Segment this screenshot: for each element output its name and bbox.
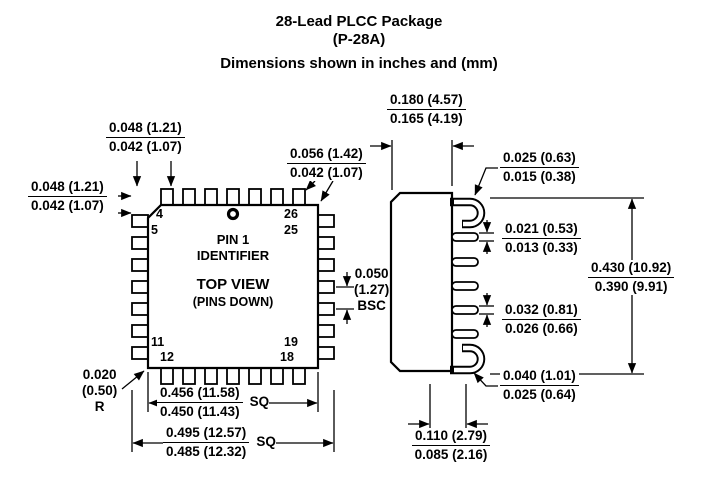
pin1-identifier-dot [226,207,240,221]
square-qualifier: SQ [256,434,276,450]
dim-min-value: 0.390 (9.91) [594,278,668,294]
dim-min-value: 0.042 (1.07) [109,138,182,154]
dim-lead-pitch: 0.050 (1.27) BSC [354,266,390,315]
dim-max-value: 0.456 (11.58) [157,385,243,403]
top-view-body [146,203,320,370]
units-note: Dimensions shown in inches and (mm) [220,55,498,72]
top-view-pins [131,188,335,385]
dim-overall-square: 0.495 (12.57) 0.485 (12.32) SQ [163,425,276,460]
dim-min-value: 0.042 (1.07) [31,197,104,213]
pin-number-18: 18 [280,350,294,364]
dim-min-value: 0.450 (11.43) [160,403,240,419]
pin-number-12: 12 [160,350,174,364]
drawing-title: 28-Lead PLCC Package [275,13,443,30]
pin-number-25: 25 [284,223,298,237]
radius-qualifier: R [94,399,105,415]
dim-package-thickness: 0.180 (4.57) 0.165 (4.19) [387,92,466,127]
dim-min-value: 0.015 (0.38) [503,168,576,184]
dim-lead-tip-bottom: 0.040 (1.01) 0.025 (0.64) [500,368,579,403]
pin1-label-line1: PIN 1 [216,232,250,247]
dim-lead-footprint: 0.430 (10.92) 0.390 (9.91) [588,260,675,295]
radius-mm: (0.50) [82,383,118,399]
pin-number-11: 11 [151,335,165,349]
dim-lead-thickness: 0.021 (0.53) 0.013 (0.33) [502,221,581,256]
dim-max-value: 0.110 (2.79) [412,428,491,446]
dim-corner-lead: 0.056 (1.42) 0.042 (1.07) [287,146,366,181]
dim-max-value: 0.025 (0.63) [500,150,579,168]
dim-max-value: 0.056 (1.42) [287,146,366,164]
view-sublabel: (PINS DOWN) [192,295,274,309]
pin1-identifier-label: PIN 1 IDENTIFIER [170,232,296,265]
side-view-top-j-lead [450,197,486,229]
dim-min-value: 0.485 (12.32) [166,443,247,459]
radius-value: 0.020 [82,367,117,382]
pin-number-26: 26 [284,207,298,221]
pitch-mm: (1.27) [354,282,390,298]
pin-number-19: 19 [284,335,298,349]
view-label: TOP VIEW [196,276,270,293]
square-qualifier: SQ [249,394,270,410]
pin-number-5: 5 [151,223,158,237]
dim-min-value: 0.026 (0.66) [505,320,578,336]
dim-lead-tip-top: 0.025 (0.63) 0.015 (0.38) [500,150,579,185]
side-view-body [389,191,454,373]
dim-max-value: 0.032 (0.81) [502,302,581,320]
dim-max-value: 0.021 (0.53) [502,221,581,239]
dim-lead-width-left: 0.048 (1.21) 0.042 (1.07) [28,179,107,214]
package-code: (P-28A) [332,31,386,48]
dim-corner-radius: 0.020 (0.50) R [82,367,118,416]
side-view-bottom-j-lead [450,343,486,375]
dim-max-value: 0.430 (10.92) [588,260,675,278]
side-view-leads [451,232,479,339]
pitch-value: 0.050 [354,266,389,281]
dim-min-value: 0.085 (2.16) [414,446,488,462]
dim-max-value: 0.495 (12.57) [163,425,250,443]
side-view [389,191,486,375]
pin-number-4: 4 [156,207,163,221]
dim-max-value: 0.180 (4.57) [387,92,466,110]
view-label-block: TOP VIEW (PINS DOWN) [168,276,298,310]
pin1-label-line2: IDENTIFIER [196,248,270,264]
pitch-qualifier: BSC [357,298,386,314]
dim-max-value: 0.048 (1.21) [106,120,185,138]
dim-min-value: 0.013 (0.33) [505,239,578,255]
dim-min-value: 0.025 (0.64) [503,386,576,402]
dim-min-value: 0.042 (1.07) [290,164,363,180]
dim-standoff: 0.110 (2.79) 0.085 (2.16) [412,428,491,463]
dim-lead-width-top: 0.048 (1.21) 0.042 (1.07) [106,120,185,155]
dim-max-value: 0.048 (1.21) [28,179,107,197]
dim-lead-width-side: 0.032 (0.81) 0.026 (0.66) [502,302,581,337]
dim-max-value: 0.040 (1.01) [500,368,579,386]
dim-min-value: 0.165 (4.19) [390,110,463,126]
dim-body-square: 0.456 (11.58) 0.450 (11.43) SQ [157,385,270,420]
